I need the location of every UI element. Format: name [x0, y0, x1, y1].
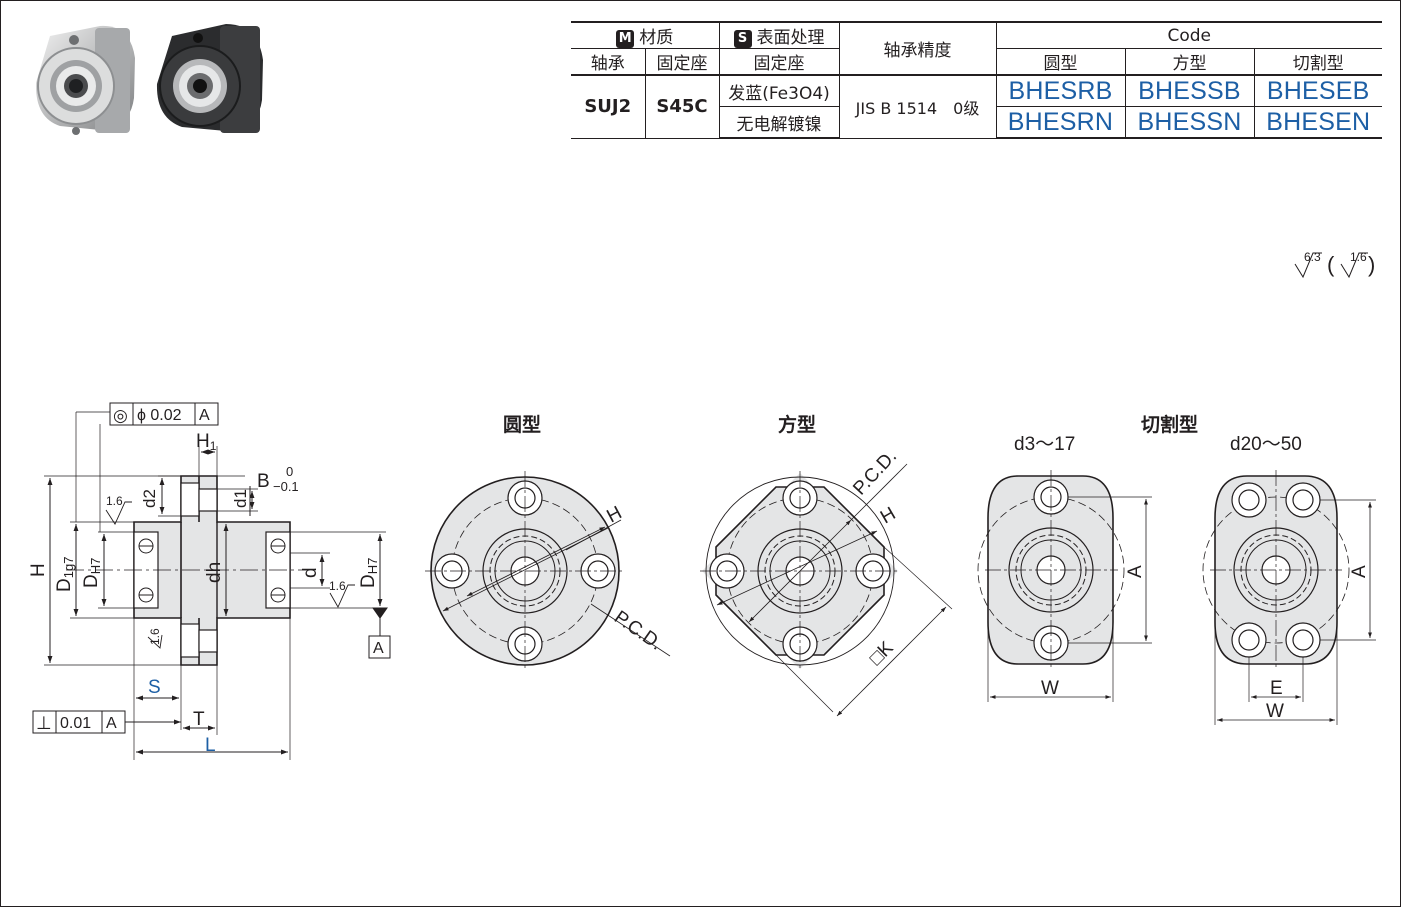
roughness-paren-close: ) — [1368, 252, 1375, 277]
dh-label: dh — [204, 562, 225, 583]
roughness-secondary: 1.6 — [1350, 250, 1367, 264]
square-type-view — [700, 463, 953, 717]
code-round-2[interactable]: BHESRN — [995, 106, 1126, 139]
square-K-label: □K — [866, 637, 898, 669]
cut-large-W-label: W — [1266, 701, 1284, 722]
cut-small-W-label: W — [1041, 678, 1059, 699]
side-section-view — [32, 402, 391, 760]
code-round-1[interactable]: BHESRB — [995, 74, 1126, 107]
surface-header: 表面处理 — [756, 28, 825, 48]
round-type-view — [425, 471, 671, 671]
round-PCD-label: P.C.D. — [610, 607, 666, 655]
cut-subheader: 切割型 — [1253, 48, 1382, 76]
housing-material: S45C — [644, 74, 720, 139]
B-lower-tolerance: −0.1 — [273, 479, 299, 494]
square-subheader: 方型 — [1124, 48, 1255, 76]
material-header: 材质 — [639, 28, 674, 48]
cut-type-small-view — [977, 470, 1152, 702]
material-badge: M — [616, 30, 635, 48]
D1g7-label: D1g7 — [54, 557, 76, 592]
code-cut-1[interactable]: BHESEB — [1253, 74, 1382, 107]
H-overall-label: H — [28, 563, 49, 577]
H1-label: H1 — [196, 431, 217, 453]
precision-value: JIS B 1514 0级 — [838, 74, 997, 139]
perpendicularity-datum: A — [106, 715, 117, 732]
roughness-main: 6.3 — [1304, 250, 1321, 264]
square-PCD-label: P.C.D. — [849, 446, 901, 499]
DH7-left-label: DH7 — [81, 558, 103, 588]
round-subheader: 圆型 — [995, 48, 1126, 76]
surface-roughness-symbol — [1294, 252, 1368, 279]
coaxiality-datum: A — [199, 407, 210, 424]
cut-large-A-label: A — [1349, 565, 1370, 578]
cut-type-large-view — [1202, 470, 1376, 725]
coaxiality-value: ϕ 0.02 — [137, 407, 182, 424]
cut-small-range: d3～17 — [1014, 434, 1075, 455]
cut-small-A-label: A — [1125, 565, 1146, 578]
perpendicularity-symbol: ⊥ — [36, 713, 52, 733]
square-H-label: H — [877, 503, 899, 528]
round-type-title: 圆型 — [503, 413, 541, 436]
B-label: B — [257, 471, 270, 492]
d-label: d — [300, 567, 321, 578]
code-square-2[interactable]: BHESSN — [1124, 106, 1255, 139]
cut-type-title: 切割型 — [1141, 413, 1198, 436]
S-label: S — [148, 677, 161, 698]
roughness-1-6-top: 1.6 — [106, 494, 123, 508]
surface-housing-subheader: 固定座 — [718, 48, 840, 76]
cut-large-E-label: E — [1270, 678, 1283, 699]
cut-large-range: d20～50 — [1230, 434, 1302, 455]
bearing-subheader: 轴承 — [571, 48, 646, 76]
surface-treatment-1: 发蓝(Fe3O4) — [718, 74, 840, 107]
roughness-paren-open: ( — [1327, 252, 1335, 277]
roughness-1-6-right: 1.6 — [329, 579, 346, 593]
L-label: L — [205, 735, 216, 756]
surface-badge: S — [733, 30, 752, 48]
coaxiality-symbol: ◎ — [113, 406, 128, 425]
d2-label: d2 — [140, 489, 159, 508]
DH7-right-label: DH7 — [358, 558, 380, 588]
code-square-1[interactable]: BHESSB — [1124, 74, 1255, 107]
housing-subheader: 固定座 — [644, 48, 720, 76]
code-cut-2[interactable]: BHESEN — [1253, 106, 1382, 139]
datum-A-label: A — [373, 640, 384, 657]
roughness-1-6-bottom: 1.6 — [148, 628, 162, 645]
black-bearing-housing-photo — [156, 24, 263, 133]
precision-header: 轴承精度 — [838, 21, 997, 76]
perpendicularity-value: 0.01 — [60, 715, 91, 732]
T-label: T — [193, 709, 205, 730]
B-upper-tolerance: 0 — [286, 464, 293, 479]
surface-treatment-2: 无电解镀镍 — [718, 106, 840, 139]
d1-label: d1 — [231, 489, 250, 508]
silver-bearing-housing-photo — [35, 25, 135, 135]
square-type-title: 方型 — [778, 413, 816, 436]
